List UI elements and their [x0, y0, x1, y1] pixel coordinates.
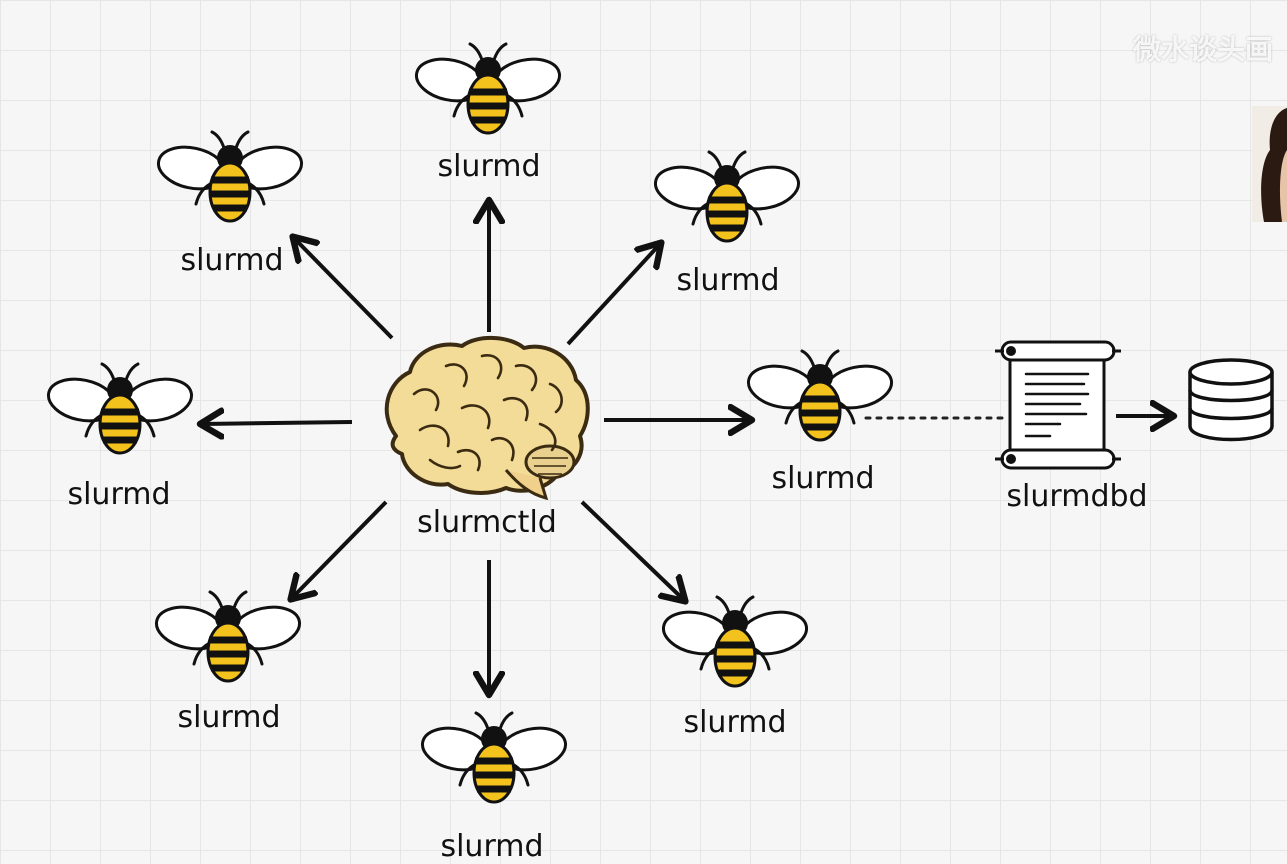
arrow-to-worker-top-left [294, 238, 392, 338]
worker-label: slurmd [177, 703, 280, 733]
worker-label: slurmd [437, 152, 540, 182]
bee-icon [745, 351, 896, 440]
worker-label: slurmd [771, 464, 874, 494]
worker-label: slurmd [683, 708, 786, 738]
worker-label: slurmd [676, 266, 779, 296]
arrow-to-worker-bottom-left [292, 502, 386, 598]
bee-icon [155, 132, 306, 221]
arrow-to-worker-bottom-right [582, 502, 684, 600]
controller-label: slurmctld [417, 508, 557, 538]
presenter-thumbnail [1252, 106, 1287, 222]
watermark: 微水谈头画 [1133, 28, 1273, 68]
bee-icon [419, 713, 570, 802]
worker-label: slurmd [180, 246, 283, 276]
bee-icon [45, 364, 196, 453]
bee-icon [652, 152, 803, 241]
scroll-icon [995, 342, 1121, 468]
database-icon [1190, 360, 1272, 440]
dbd-label: slurmdbd [1006, 482, 1147, 512]
worker-label: slurmd [440, 832, 543, 862]
brain-icon [387, 338, 588, 498]
arrow-to-worker-top-right [568, 244, 660, 344]
worker-label: slurmd [67, 480, 170, 510]
bee-icon [153, 592, 304, 681]
bee-icon [413, 44, 564, 133]
arrow-to-worker-left [202, 422, 352, 424]
bee-icon [660, 597, 811, 686]
